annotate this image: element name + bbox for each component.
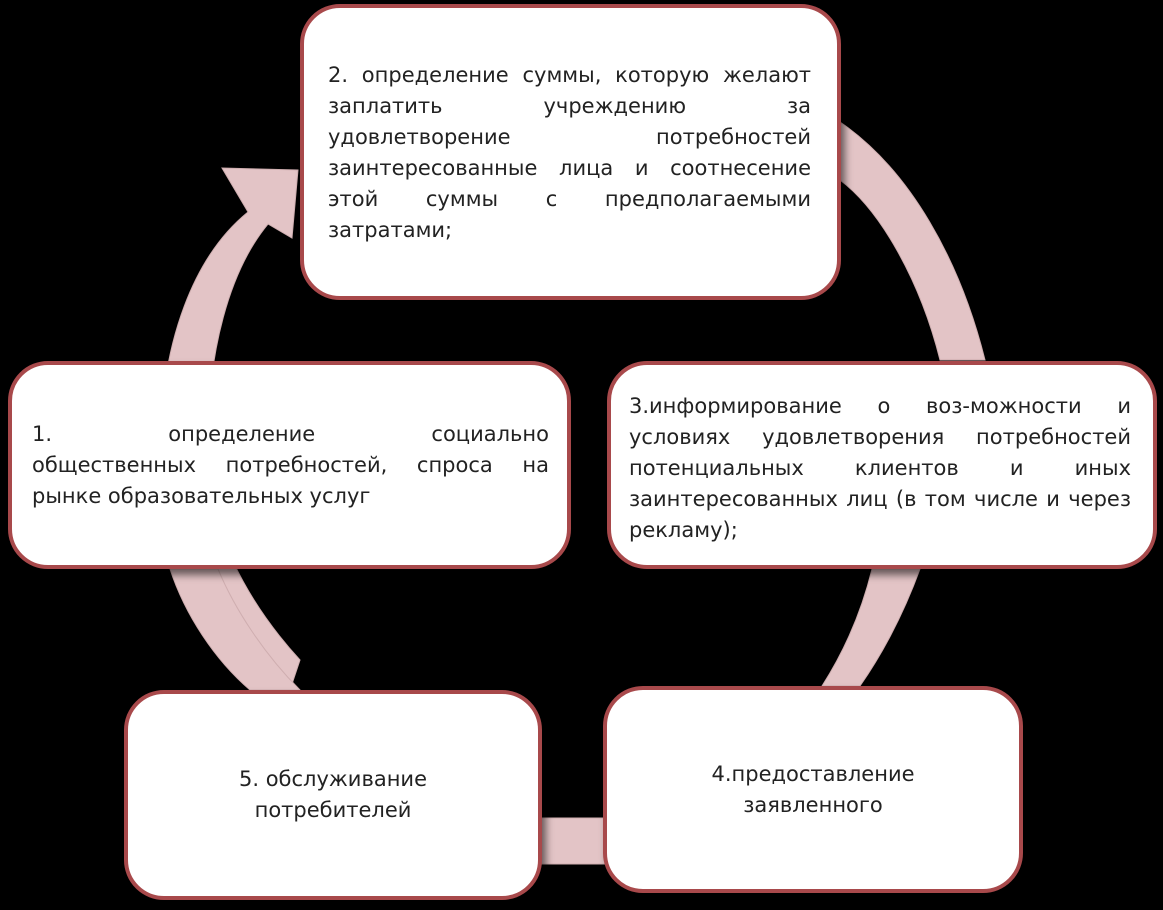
cycle-arc-2-to-3	[839, 121, 986, 361]
step-3-box: 3.информирование о воз-можности и услови…	[607, 361, 1157, 569]
step-3-text: 3.информирование о воз-можности и услови…	[629, 394, 1131, 542]
step-1-box: 1. определение социально общественных по…	[8, 361, 571, 569]
step-1-text: 1. определение социально общественных по…	[32, 422, 549, 508]
step-2-text: 2. определение суммы, которую желают зап…	[328, 63, 811, 242]
step-4-box: 4.предоставление заявленного	[603, 686, 1023, 893]
step-5-box: 5. обслуживание потребителей	[124, 690, 542, 900]
step-4-text: 4.предоставление заявленного	[711, 761, 915, 817]
cycle-arc-4-to-5	[539, 817, 607, 865]
cycle-arc-3-to-4	[821, 568, 921, 687]
step-2-box: 2. определение суммы, которую желают зап…	[300, 4, 841, 300]
step-5-text: 5. обслуживание потребителей	[238, 767, 427, 822]
